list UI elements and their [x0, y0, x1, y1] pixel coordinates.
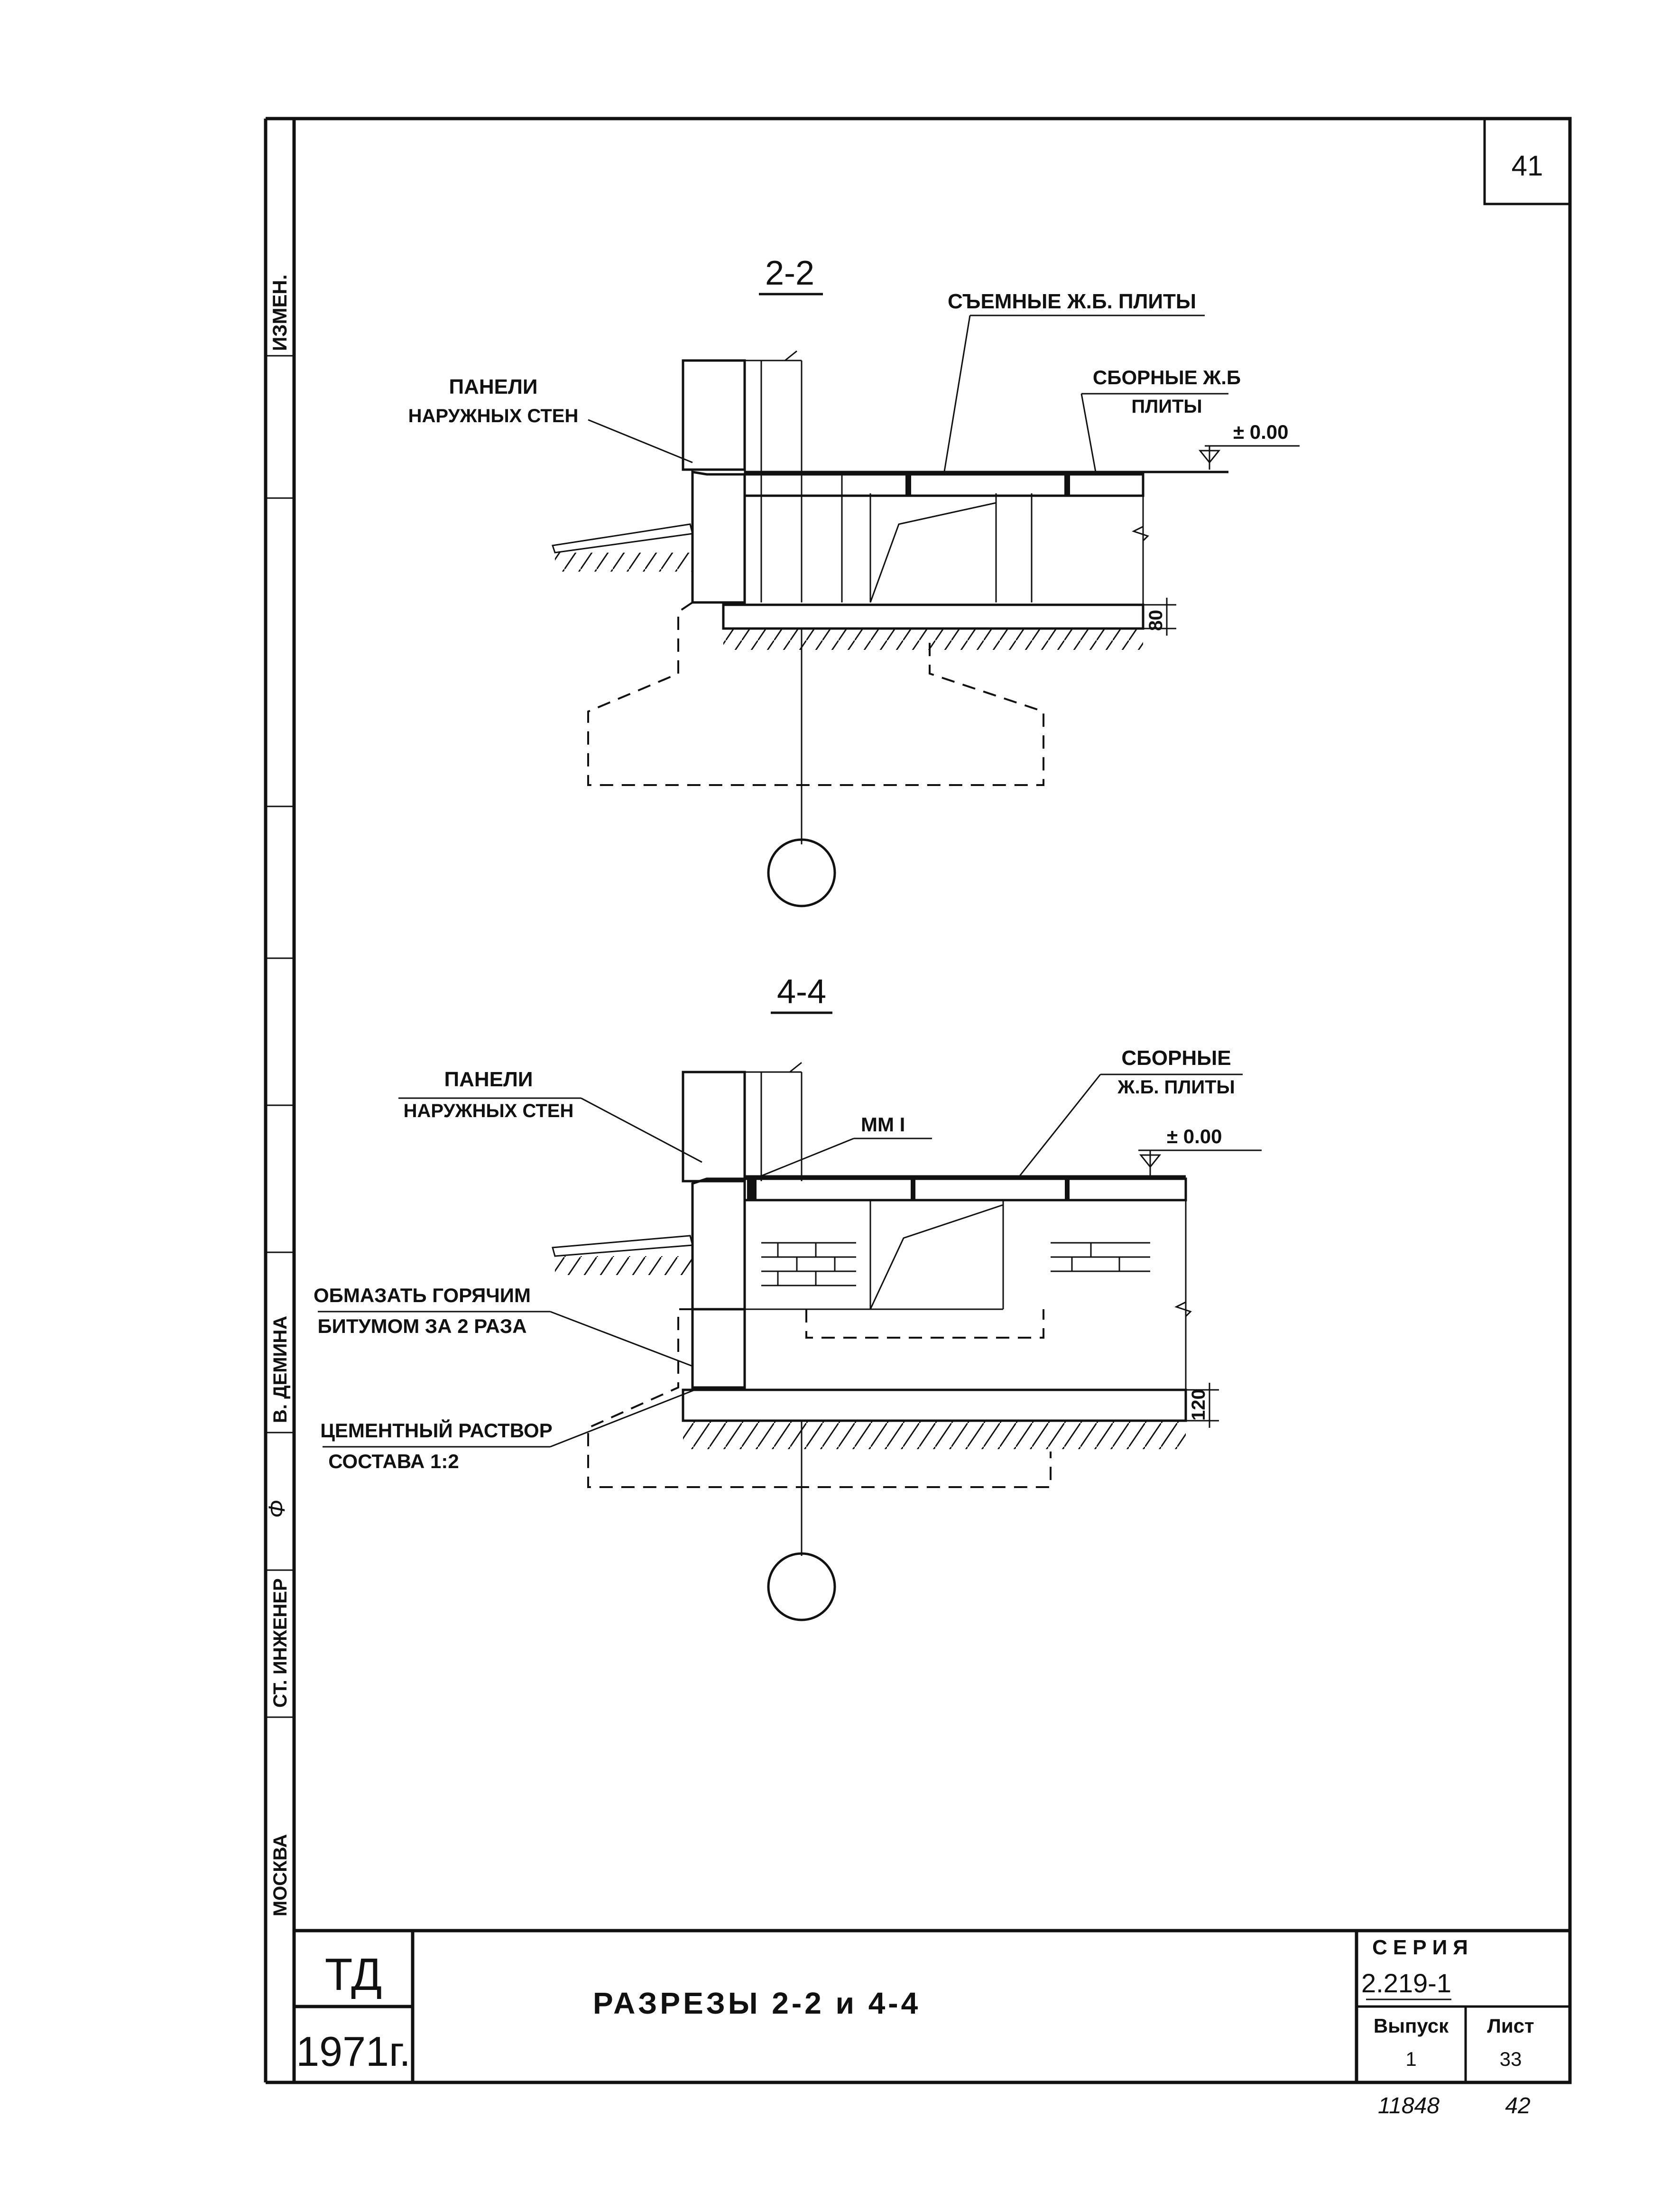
margin-label-st-inzhener: СТ. ИНЖЕНЕР: [270, 1578, 291, 1708]
label-panels-l1: ПАНЕЛИ: [449, 375, 537, 398]
sheet-number: 33: [1500, 2048, 1522, 2070]
label-removable: СЪЕМНЫЕ Ж.Б. ПЛИТЫ: [948, 290, 1196, 313]
break-mark-top: [785, 350, 797, 361]
outside-soil: [555, 1256, 692, 1275]
leader-removable: [943, 315, 971, 475]
blind-area: [552, 523, 693, 554]
joint-block: [747, 1179, 757, 1200]
ground-hatch: [723, 629, 1143, 650]
foundation-outline: [587, 601, 1044, 786]
label-panels-l2: НАРУЖНЫХ СТЕН: [408, 406, 579, 426]
dim-120-text: 120: [1188, 1389, 1209, 1421]
dim-80-text: 80: [1145, 610, 1166, 631]
leader-precast: [1080, 393, 1097, 472]
brick-masonry-left: [761, 1242, 856, 1286]
axis-marker: [767, 1552, 836, 1621]
wall-panel: [682, 1071, 746, 1183]
leader-mm: [754, 1138, 854, 1180]
section-2-2: 2-2 80: [408, 254, 1300, 907]
label-panels-l2: НАРУЖНЫХ СТЕН: [404, 1101, 574, 1121]
page-number: 41: [1512, 150, 1543, 182]
floor-slab: [743, 1177, 1187, 1202]
break-mark-right: [1132, 526, 1149, 542]
sheet-label: Лист: [1487, 2015, 1534, 2037]
foundation-outline: [587, 1308, 1052, 1488]
hidden-step: [805, 1309, 1044, 1339]
label-bitumen-l2: БИТУМОМ ЗА 2 РАЗА: [317, 1315, 526, 1337]
wall-panel: [682, 359, 746, 471]
margin-label-city: МОСКВА: [270, 1834, 291, 1916]
sheet-frame: [292, 117, 1572, 2084]
series-number: 2.219-1: [1361, 1968, 1451, 1998]
label-precast-l1: СБОРНЫЕ: [1121, 1046, 1231, 1070]
opening-diagonal: [869, 502, 997, 603]
plinth-panel: [691, 1177, 746, 1311]
label-precast-l2: Ж.Б. ПЛИТЫ: [1117, 1077, 1235, 1098]
break-mark-top: [789, 1062, 802, 1073]
bottom-slab: [722, 603, 1145, 630]
label-precast-l1: СБОРНЫЕ Ж.Б: [1093, 366, 1241, 388]
footer-code: 11848: [1378, 2093, 1440, 2118]
floor-slab: [743, 473, 1145, 497]
title-block-year: 1971г.: [296, 2028, 411, 2075]
series-label: СЕРИЯ: [1372, 1936, 1474, 1959]
title-block-org: ТД: [325, 1949, 382, 2000]
leader-panels: [588, 419, 693, 463]
break-mark-right: [1174, 1301, 1192, 1317]
ground-hatch: [683, 1421, 1186, 1449]
issue-number: 1: [1405, 2048, 1416, 2070]
leader-bitumen: [550, 1311, 693, 1367]
title-block: ТД 1971г. РАЗРЕЗЫ 2-2 и 4-4 СЕРИЯ 2.219-…: [294, 1929, 1570, 2082]
level-mark: ± 0.00: [1233, 421, 1288, 443]
margin-label-name: В. ДЕМИНА: [270, 1316, 291, 1423]
section-4-4: 4-4: [314, 973, 1262, 1621]
label-panels-l1: ПАНЕЛИ: [444, 1068, 533, 1091]
bitumen-block: [691, 1308, 746, 1389]
margin-signature: Ф: [265, 1500, 290, 1518]
mark-mm: ММ I: [861, 1113, 905, 1136]
plinth-panel: [691, 471, 746, 604]
footer-page: 42: [1505, 2093, 1530, 2118]
issue-label: Выпуск: [1374, 2015, 1449, 2037]
label-mortar-l2: СОСТАВА 1:2: [328, 1450, 459, 1472]
level-mark: ± 0.00: [1167, 1125, 1222, 1147]
section-2-2-title: 2-2: [765, 254, 814, 292]
leader-precast: [1016, 1074, 1101, 1179]
page-number-box: [1483, 117, 1571, 205]
leader-mortar: [550, 1389, 695, 1448]
bottom-slab: [682, 1388, 1187, 1422]
leader-panels: [581, 1097, 702, 1163]
brick-masonry-right: [1051, 1242, 1150, 1272]
section-4-4-title: 4-4: [777, 973, 826, 1011]
outside-soil: [555, 553, 692, 572]
opening-diagonal: [869, 1204, 1004, 1310]
label-bitumen-l1: ОБМАЗАТЬ ГОРЯЧИМ: [314, 1284, 531, 1306]
axis-marker: [767, 838, 836, 907]
blind-area: [552, 1235, 693, 1257]
label-mortar-l1: ЦЕМЕНТНЫЙ РАСТВОР: [320, 1419, 553, 1442]
title-block-title: РАЗРЕЗЫ 2-2 и 4-4: [593, 1986, 921, 2020]
margin-label-izmen: ИЗМЕН.: [268, 275, 291, 351]
label-precast-l2: ПЛИТЫ: [1131, 396, 1202, 417]
